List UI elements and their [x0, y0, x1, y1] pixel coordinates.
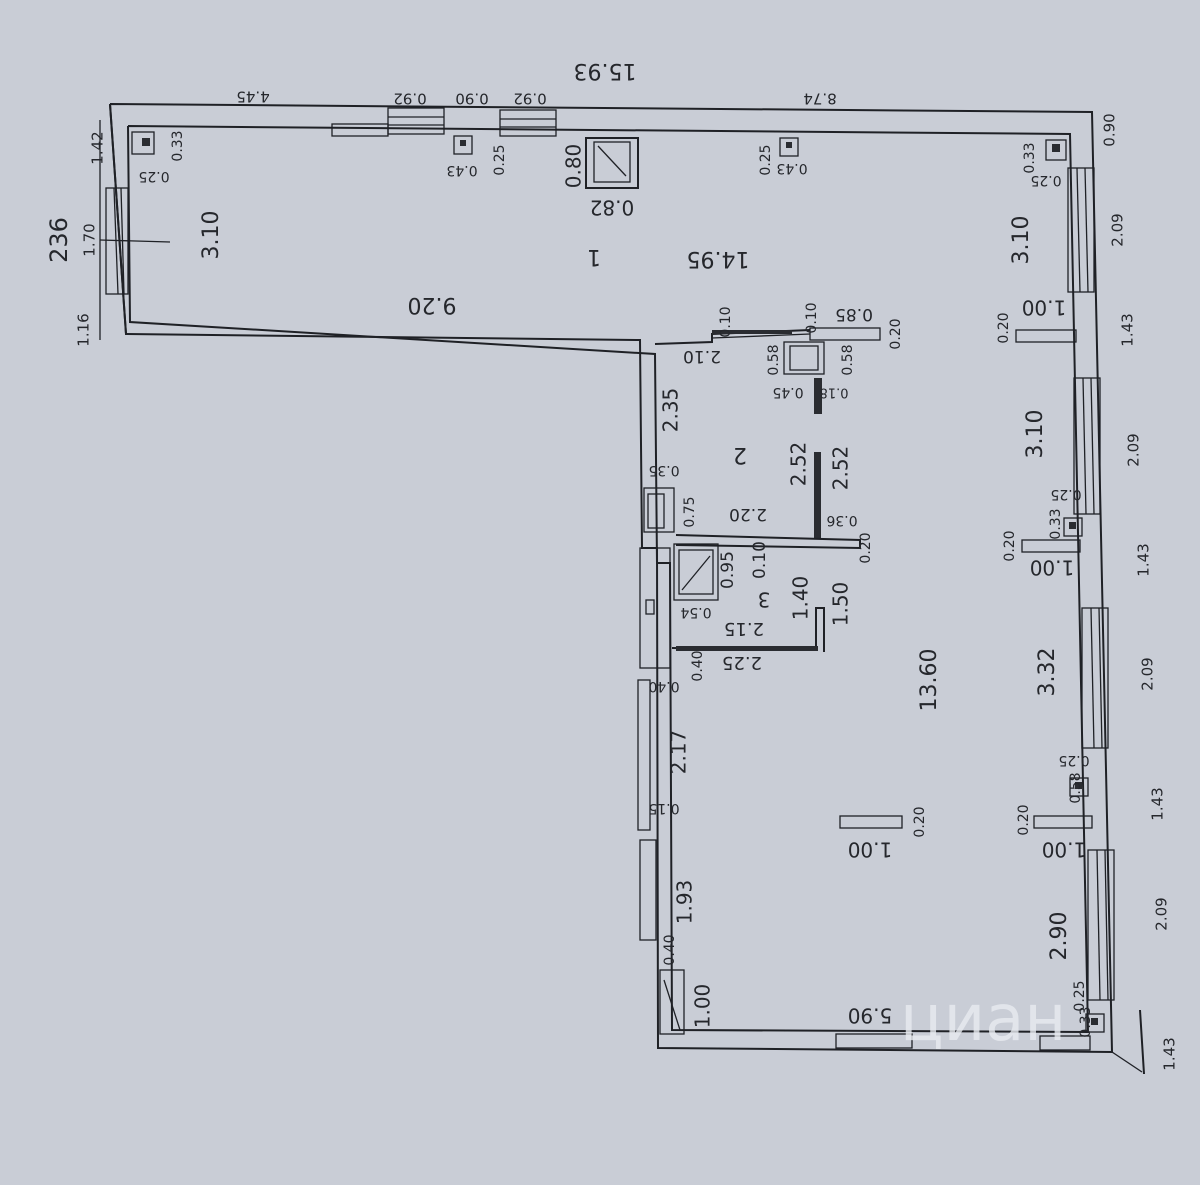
dimension-label-room2-e: 0.20 — [888, 318, 904, 349]
dimension-label-pier-c-2: 0.25 — [1072, 980, 1088, 1011]
dimension-label-pier-b-2: 0.25 — [1058, 752, 1089, 768]
dimension-label-lower-d: 0.40 — [662, 934, 678, 965]
dimension-label-vent-depth-a: 0.25 — [492, 144, 508, 175]
dimension-label-label: 13.60 — [917, 649, 942, 712]
vents — [131, 131, 1105, 1033]
dimension-label-top-window-b: 0.90 — [455, 90, 488, 108]
dimension-label-left-lower: 1.16 — [75, 313, 93, 346]
dimension-label-vent-w-b: 0.43 — [776, 160, 807, 176]
dimension-label-right-corner-b: 0.25 — [1030, 172, 1061, 188]
dimension-label-lower-b: 0.15 — [648, 800, 679, 816]
dimension-label-room2-p: 0.36 — [826, 512, 857, 528]
dimension-label-lower-e: 1.00 — [691, 984, 715, 1029]
dimension-label-right-w3: 2.09 — [1139, 657, 1157, 690]
dimension-label-column-c-t: 0.20 — [1016, 804, 1032, 835]
dimension-label-chimney-width: 0.82 — [590, 196, 635, 220]
dimension-label-room2-o: 2.20 — [729, 504, 767, 524]
dimension-label-pier-c-1: 0.33 — [1078, 1006, 1094, 1037]
dimension-label-span-a: 3.10 — [1009, 216, 1034, 265]
dimension-label-vent-depth-b: 0.25 — [758, 144, 774, 175]
dimension-label-column-b: 1.00 — [1030, 556, 1075, 580]
right-windows — [1067, 167, 1115, 1001]
dimension-label-room3-d: 1.50 — [829, 582, 853, 627]
dimension-label-column-a: 1.00 — [1022, 296, 1067, 320]
dimension-label-top-left-segment: 4.45 — [236, 88, 269, 106]
dimension-label-column-a-t: 0.20 — [996, 312, 1012, 343]
dimension-label-left-side: 236 — [45, 217, 73, 263]
dimension-label-right-w1: 2.09 — [1109, 213, 1127, 246]
dimension-label-span-c: 3.32 — [1035, 648, 1060, 697]
dimension-label-span-d: 2.90 — [1047, 912, 1072, 961]
dimension-label-top-right-segment: 8.74 — [803, 90, 836, 108]
dimension-label-left-window: 1.70 — [81, 223, 99, 256]
dimension-label-right-top: 0.90 — [1101, 113, 1119, 146]
dimension-label-top-window-a: 0.92 — [393, 90, 426, 108]
chimney — [585, 137, 639, 189]
dimension-label-right-w4: 2.09 — [1153, 897, 1171, 930]
dimension-label-room2-h: 0.45 — [772, 384, 803, 400]
dimension-label-overall-top: 15.93 — [574, 58, 637, 83]
dimension-label-corner-vent-a: 0.33 — [170, 130, 186, 161]
top-windows — [331, 107, 557, 137]
dimension-label-right-bottom: 1.43 — [1161, 1037, 1179, 1070]
dimension-label-room3-h: 2.25 — [722, 652, 762, 673]
dimension-label-column-b-t: 0.20 — [1002, 530, 1018, 561]
dimension-label-room3-e: 0.54 — [680, 604, 711, 620]
dimension-label-pier-a-1: 0.33 — [1048, 508, 1064, 539]
dimension-label-lower-a: 2.17 — [667, 730, 691, 775]
dimension-label-room2-a: 2.10 — [683, 346, 721, 366]
dimension-label-room2-l: 2.52 — [829, 446, 853, 491]
dimension-label-room3-i: 0.40 — [648, 678, 679, 694]
dimension-label-room2-m: 0.35 — [648, 462, 679, 478]
dimension-lines — [99, 120, 171, 340]
dimension-label-room3-b: 0.10 — [750, 541, 770, 579]
interior-partitions — [637, 329, 861, 1035]
dimension-label-label: 1 — [587, 244, 601, 269]
dimension-label-lower-f: 5.90 — [848, 1004, 893, 1028]
dimension-label-label: 3 — [758, 588, 771, 612]
dimension-label-room2-k: 2.52 — [787, 442, 811, 487]
dimension-label-room2-j: 2.35 — [659, 388, 683, 433]
dimension-label-left-upper: 1.42 — [89, 131, 107, 164]
dimension-label-right-p3: 1.43 — [1149, 787, 1167, 820]
columns — [809, 327, 1093, 829]
dimension-label-room2-b: 0.10 — [718, 306, 734, 337]
dimension-label-room3-a: 0.95 — [718, 551, 738, 589]
dimension-label-column-center-t: 0.20 — [912, 806, 928, 837]
dimension-label-chimney-depth: 0.80 — [562, 144, 586, 189]
dimension-label-label: 2 — [733, 442, 747, 467]
dimension-label-column-c: 1.00 — [1042, 838, 1087, 862]
dimension-label-corner-vent-b: 0.25 — [138, 168, 169, 184]
dimension-label-right-w2: 2.09 — [1125, 433, 1143, 466]
dimension-label-top-window-c: 0.92 — [513, 90, 546, 108]
bottom-wall — [835, 1009, 1145, 1075]
dimension-label-room1-depth: 3.10 — [199, 211, 224, 260]
dimension-label-room2-q: 0.20 — [858, 532, 874, 563]
dimension-label-vent-w-a: 0.43 — [446, 162, 477, 178]
dimension-label-room3-f: 2.15 — [724, 618, 764, 639]
dimension-label-right-p2: 1.43 — [1135, 543, 1153, 576]
dimension-label-room3-g: 0.40 — [690, 650, 706, 681]
dimension-label-pier-a-2: 0.25 — [1050, 486, 1081, 502]
dimension-label-right-corner-a: 0.33 — [1022, 142, 1038, 173]
watermark-text: циан — [900, 982, 1066, 1056]
dimension-label-room1-length: 14.95 — [687, 246, 750, 271]
dimension-label-room2-d: 0.85 — [835, 304, 873, 324]
dimension-label-room2-n: 0.75 — [682, 496, 698, 527]
dimension-label-room3-c: 1.40 — [789, 576, 813, 621]
labels: 15.93 4.45 0.92 0.90 0.92 8.74 236 1.42 1.70 1.16… — [45, 58, 1179, 1071]
dimension-label-room2-f: 0.58 — [766, 344, 782, 375]
dimension-label-room2-c: 0.10 — [804, 302, 820, 333]
dimension-label-pier-b-1: 0.58 — [1068, 772, 1084, 803]
dimension-label-room2-i: 0.18 — [820, 385, 849, 400]
dimension-label-room1-width: 9.20 — [408, 292, 457, 317]
dimension-label-span-b: 3.10 — [1023, 410, 1048, 459]
dimension-label-right-p1: 1.43 — [1119, 313, 1137, 346]
dimension-label-room2-g: 0.58 — [840, 344, 856, 375]
dimension-label-column-center: 1.00 — [848, 838, 893, 862]
dimension-label-lower-c: 1.93 — [673, 880, 697, 925]
